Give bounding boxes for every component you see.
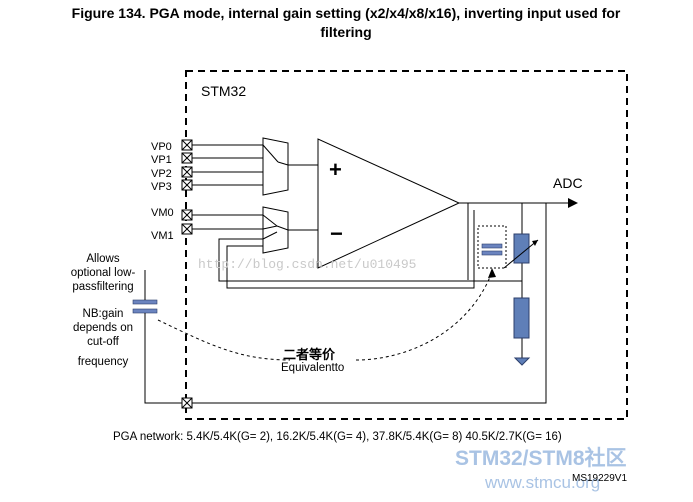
figure-title-line2: filtering: [320, 24, 371, 40]
mux-group: [262, 137, 289, 254]
external-capacitor: [132, 294, 158, 320]
opamp-minus-sign: −: [330, 221, 343, 246]
resistor-ladder: [503, 233, 539, 366]
figure-id: MS19229V1: [572, 473, 627, 484]
opamp: + −: [317, 138, 461, 269]
mux-minus: [262, 206, 289, 254]
pin-label-vp0: VP0: [151, 141, 172, 153]
pin-box-vm1: [181, 223, 193, 235]
note-line-2: optional low-: [71, 267, 136, 279]
pin-box-vp0: [181, 139, 193, 151]
vm-pin-labels: VM0 VM1: [151, 207, 174, 242]
figure-title-line1: Figure 134. PGA mode, internal gain sett…: [72, 5, 621, 21]
equivalence-arc-left: [157, 319, 291, 361]
stm32-label: STM32: [201, 83, 246, 99]
variable-resistor-arrow: [503, 239, 539, 269]
wiring: [144, 144, 568, 404]
note-line-3: passfiltering: [72, 281, 133, 293]
left-note: Allows optional low- passfiltering NB:ga…: [71, 253, 136, 368]
stm32-boundary: [185, 70, 628, 420]
pin-box-vp1: [181, 152, 193, 164]
site-watermark: www.stmcu.org: [484, 473, 600, 492]
vp-pin-labels: VP0 VP1 VP2 VP3: [151, 141, 172, 193]
resistor-lower: [513, 297, 530, 339]
pin-label-vp2: VP2: [151, 168, 172, 180]
adc-label: ADC: [553, 175, 583, 191]
url-watermark: http://blog.csdn.net/u010495: [198, 257, 416, 272]
mux-plus: [262, 137, 289, 196]
pin-label-vm1: VM1: [151, 230, 174, 242]
pin-label-vp1: VP1: [151, 154, 172, 166]
nb-line-2: depends on: [73, 322, 133, 334]
equivalence-arc-right: [355, 271, 493, 361]
pin-box-vm0: [181, 209, 193, 221]
internal-capacitor: [481, 243, 503, 256]
pin-label-vm0: VM0: [151, 207, 174, 219]
pin-label-vp3: VP3: [151, 181, 172, 193]
pga-network-note: PGA network: 5.4K/5.4K(G= 2), 16.2K/5.4K…: [113, 431, 562, 443]
opamp-plus-sign: +: [329, 157, 342, 182]
ground-icon: [513, 357, 531, 366]
variable-resistor-arrowhead-icon: [532, 240, 538, 246]
equivalence-arrow-icon: [488, 268, 496, 278]
nb-line-3: cut-off: [87, 336, 120, 348]
note-line-1: Allows: [86, 253, 119, 265]
pin-box-bottom: [181, 397, 193, 409]
pin-box-vp3: [181, 179, 193, 191]
brand-watermark: STM32/STM8社区: [455, 446, 627, 470]
equivalent-en: Equivalentto: [281, 362, 344, 374]
adc-arrow-icon: [568, 198, 578, 208]
equivalent-cn: 二者等价: [283, 347, 336, 362]
nb-line-1: NB:gain: [83, 308, 124, 320]
pin-box-vp2: [181, 166, 193, 178]
nb-line-4: frequency: [78, 356, 129, 368]
resistor-upper: [513, 233, 530, 264]
